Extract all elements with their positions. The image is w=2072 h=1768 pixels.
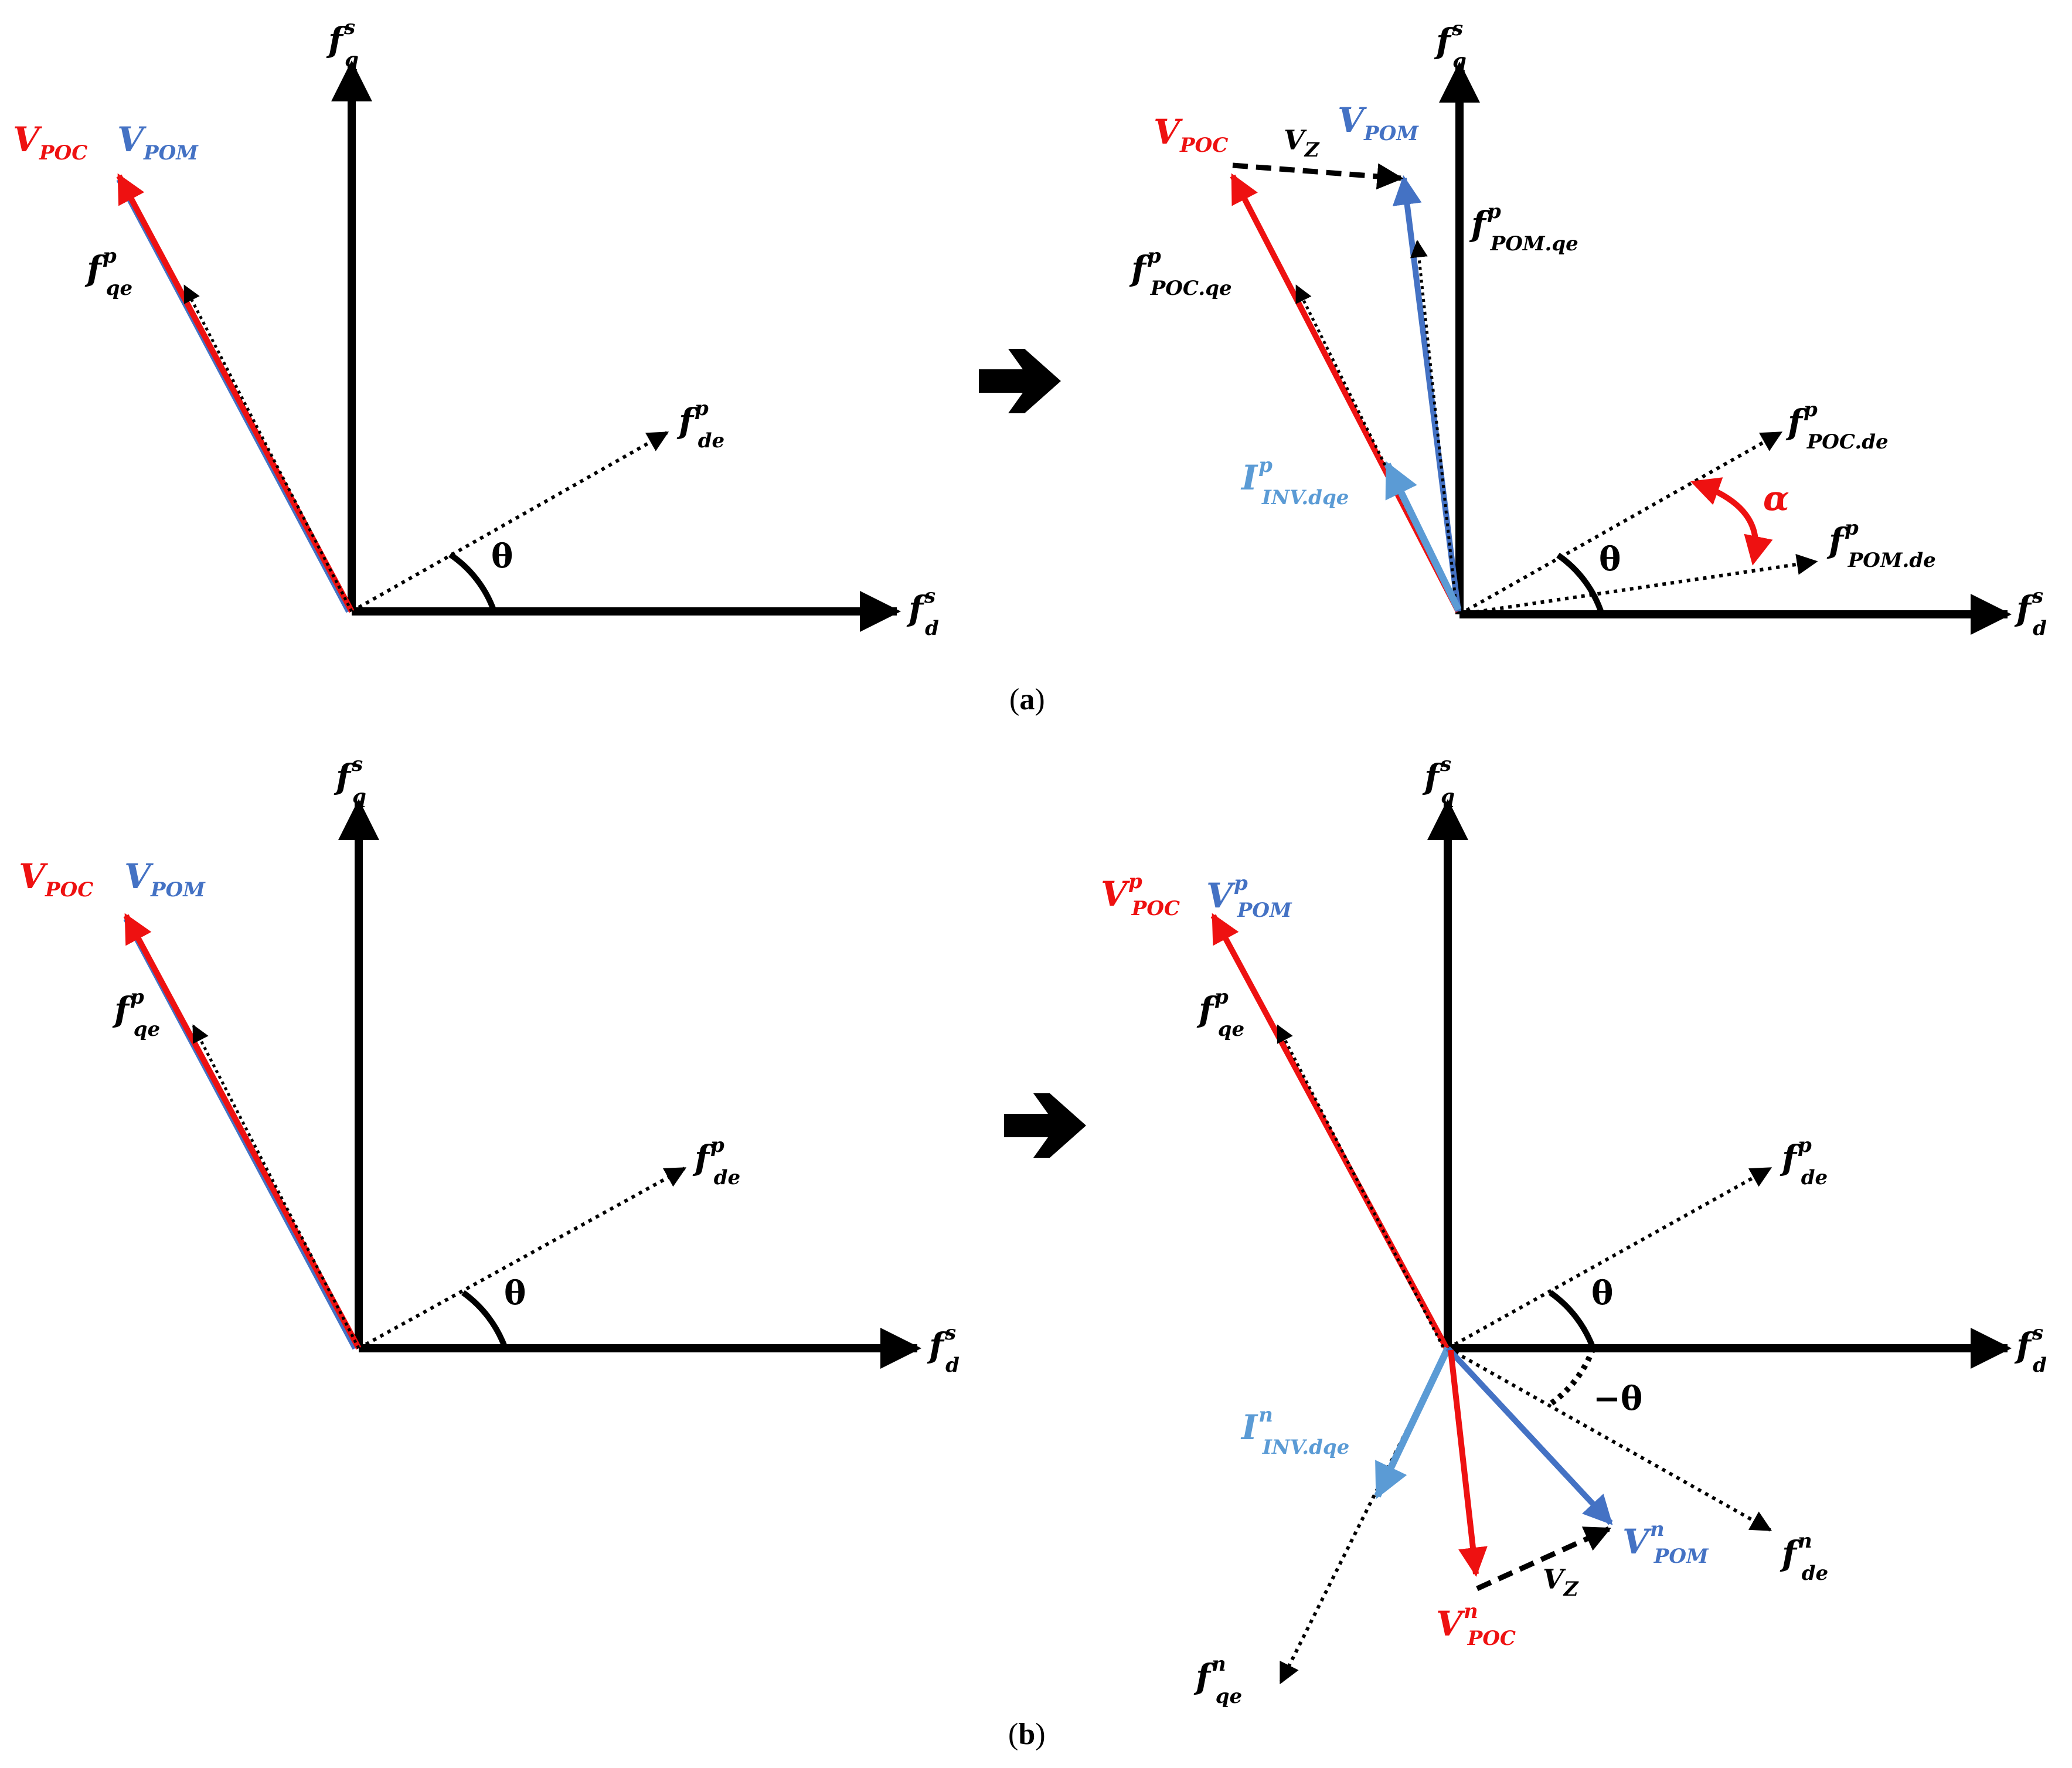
vector-f-de-n	[1447, 1347, 1772, 1532]
theta-label: θ	[504, 1274, 526, 1313]
vector-f-qe-p	[183, 284, 353, 613]
alpha-label: α	[1763, 478, 1789, 518]
theta-arc	[1549, 1290, 1596, 1349]
label-v-pom: VPOM	[117, 120, 199, 165]
alpha-arc	[1690, 477, 1773, 566]
caption-b: (b)	[1008, 1718, 1046, 1751]
theta-label: θ	[1599, 540, 1621, 579]
caption-a: (a)	[1009, 683, 1045, 716]
neg-theta-arc	[1549, 1347, 1596, 1407]
theta-arc	[1556, 552, 1605, 616]
label-v-pom: VPOM	[124, 856, 206, 902]
vector-vz	[1476, 1526, 1612, 1592]
vector-f-poc-de-p	[1458, 431, 1783, 616]
vector-f-de-p	[358, 1167, 687, 1350]
vector-v-poc	[116, 173, 355, 613]
theta-arc	[448, 552, 497, 613]
theta-arc	[461, 1290, 508, 1349]
vector-f-qe-p	[192, 1024, 360, 1349]
neg-theta-label: −θ	[1593, 1379, 1642, 1418]
label-vz: VZ	[1284, 124, 1320, 162]
label-vz: VZ	[1543, 1563, 1579, 1601]
vector-f-pom-de-p	[1459, 553, 1818, 616]
label-v-poc: VPOC	[19, 856, 93, 902]
transition-arrow-right-icon	[1004, 1093, 1086, 1158]
theta-label: θ	[491, 537, 513, 576]
vector-vz	[1232, 162, 1404, 190]
vector-v-poc	[123, 913, 362, 1350]
vector-v-poc-n	[1448, 1349, 1488, 1577]
transition-arrow-right-icon	[979, 349, 1061, 413]
vector-f-de-p	[1447, 1167, 1772, 1350]
vector-i-inv-dqe-p	[1384, 461, 1462, 611]
label-v-poc: VPOC	[1154, 112, 1228, 157]
vector-i-inv-dqe-n	[1374, 1347, 1451, 1500]
vector-f-qe-p	[1276, 1024, 1445, 1348]
theta-label: θ	[1591, 1274, 1613, 1313]
label-v-pom: VPOM	[1338, 100, 1419, 145]
label-v-poc: VPOC	[13, 120, 87, 165]
vector-f-de-p	[351, 431, 669, 613]
vector-v-pom-n	[1445, 1346, 1613, 1525]
